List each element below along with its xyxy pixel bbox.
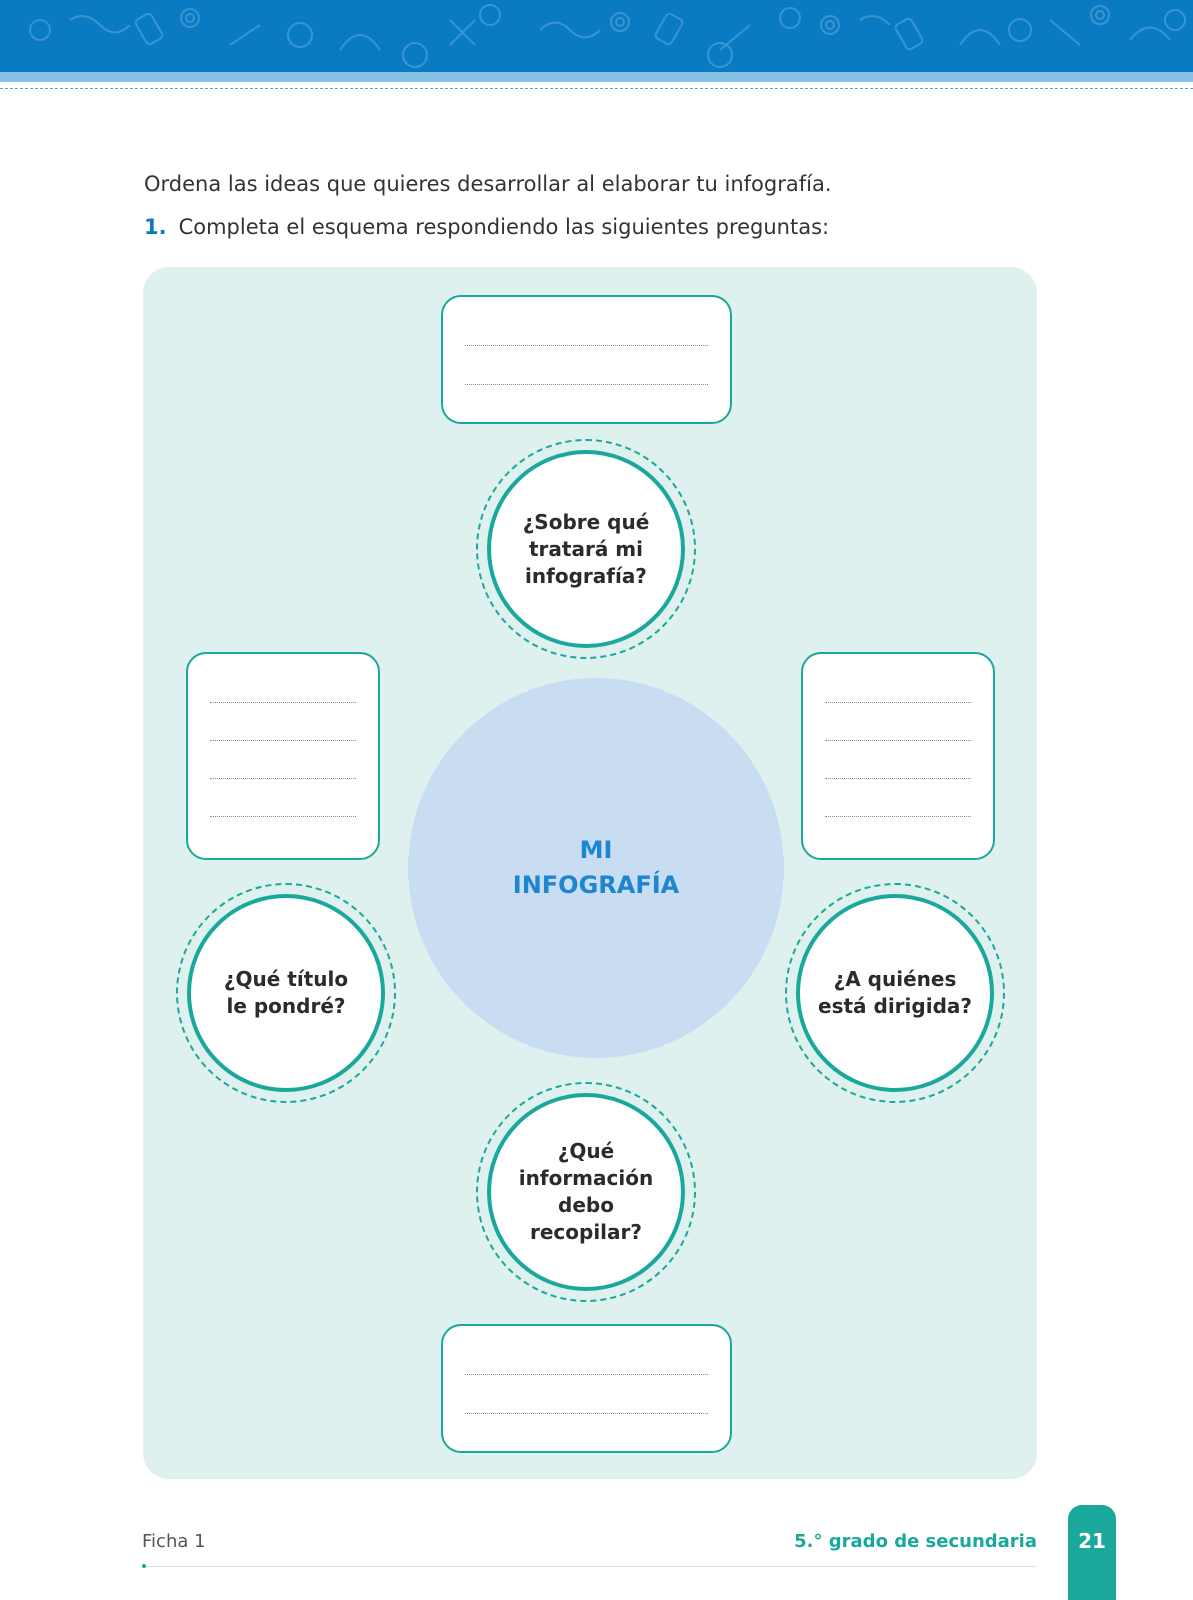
header-stripe [0, 72, 1193, 82]
answer-line[interactable] [210, 740, 356, 741]
instruction: 1. Completa el esquema respondiendo las s… [144, 215, 829, 239]
question-circle-right: ¿A quiénes está dirigida? [796, 894, 994, 1092]
footer-dot [142, 1564, 146, 1568]
question-ring-left [176, 883, 396, 1103]
question-left-text: ¿Qué título le pondré? [223, 967, 349, 1018]
center-circle: MI INFOGRAFÍA [408, 678, 784, 1058]
intro-text: Ordena las ideas que quieres desarrollar… [144, 172, 832, 196]
answer-line[interactable] [825, 740, 971, 741]
answer-box-left[interactable] [186, 652, 380, 860]
answer-line[interactable] [825, 816, 971, 817]
question-circle-left: ¿Qué título le pondré? [187, 894, 385, 1092]
footer-divider [144, 1566, 1037, 1567]
instruction-text: Completa el esquema respondiendo las sig… [178, 215, 830, 239]
doodle-pattern-icon [29, 4, 1186, 68]
footer-ficha: Ficha 1 [142, 1531, 206, 1552]
answer-box-bottom[interactable] [441, 1324, 732, 1453]
page-number: 21 [1078, 1529, 1106, 1553]
question-circle-bottom: ¿Qué información debo recopilar? [487, 1093, 685, 1291]
question-ring-right [785, 883, 1005, 1103]
answer-line[interactable] [210, 816, 356, 817]
footer-grade: 5.° grado de secundaria [794, 1531, 1037, 1552]
question-ring-bottom [476, 1082, 696, 1302]
answer-line[interactable] [465, 1374, 708, 1375]
answer-line[interactable] [825, 702, 971, 703]
page-number-tab: 21 [1068, 1505, 1116, 1600]
answer-line[interactable] [465, 384, 708, 385]
center-title: MI INFOGRAFÍA [512, 836, 680, 899]
instruction-number: 1. [144, 215, 167, 239]
answer-line[interactable] [210, 702, 356, 703]
header-dashed-divider [0, 88, 1193, 89]
question-right-text: ¿A quiénes está dirigida? [818, 967, 972, 1018]
answer-line[interactable] [465, 345, 708, 346]
answer-line[interactable] [465, 1413, 708, 1414]
question-top-text: ¿Sobre qué tratará mi infografía? [522, 509, 650, 588]
question-bottom-text: ¿Qué información debo recopilar? [518, 1139, 654, 1244]
question-ring-top [476, 439, 696, 659]
answer-box-right[interactable] [801, 652, 995, 860]
answer-box-top[interactable] [441, 295, 732, 424]
question-circle-top: ¿Sobre qué tratará mi infografía? [487, 450, 685, 648]
answer-line[interactable] [825, 778, 971, 779]
header-band [0, 0, 1193, 72]
answer-line[interactable] [210, 778, 356, 779]
